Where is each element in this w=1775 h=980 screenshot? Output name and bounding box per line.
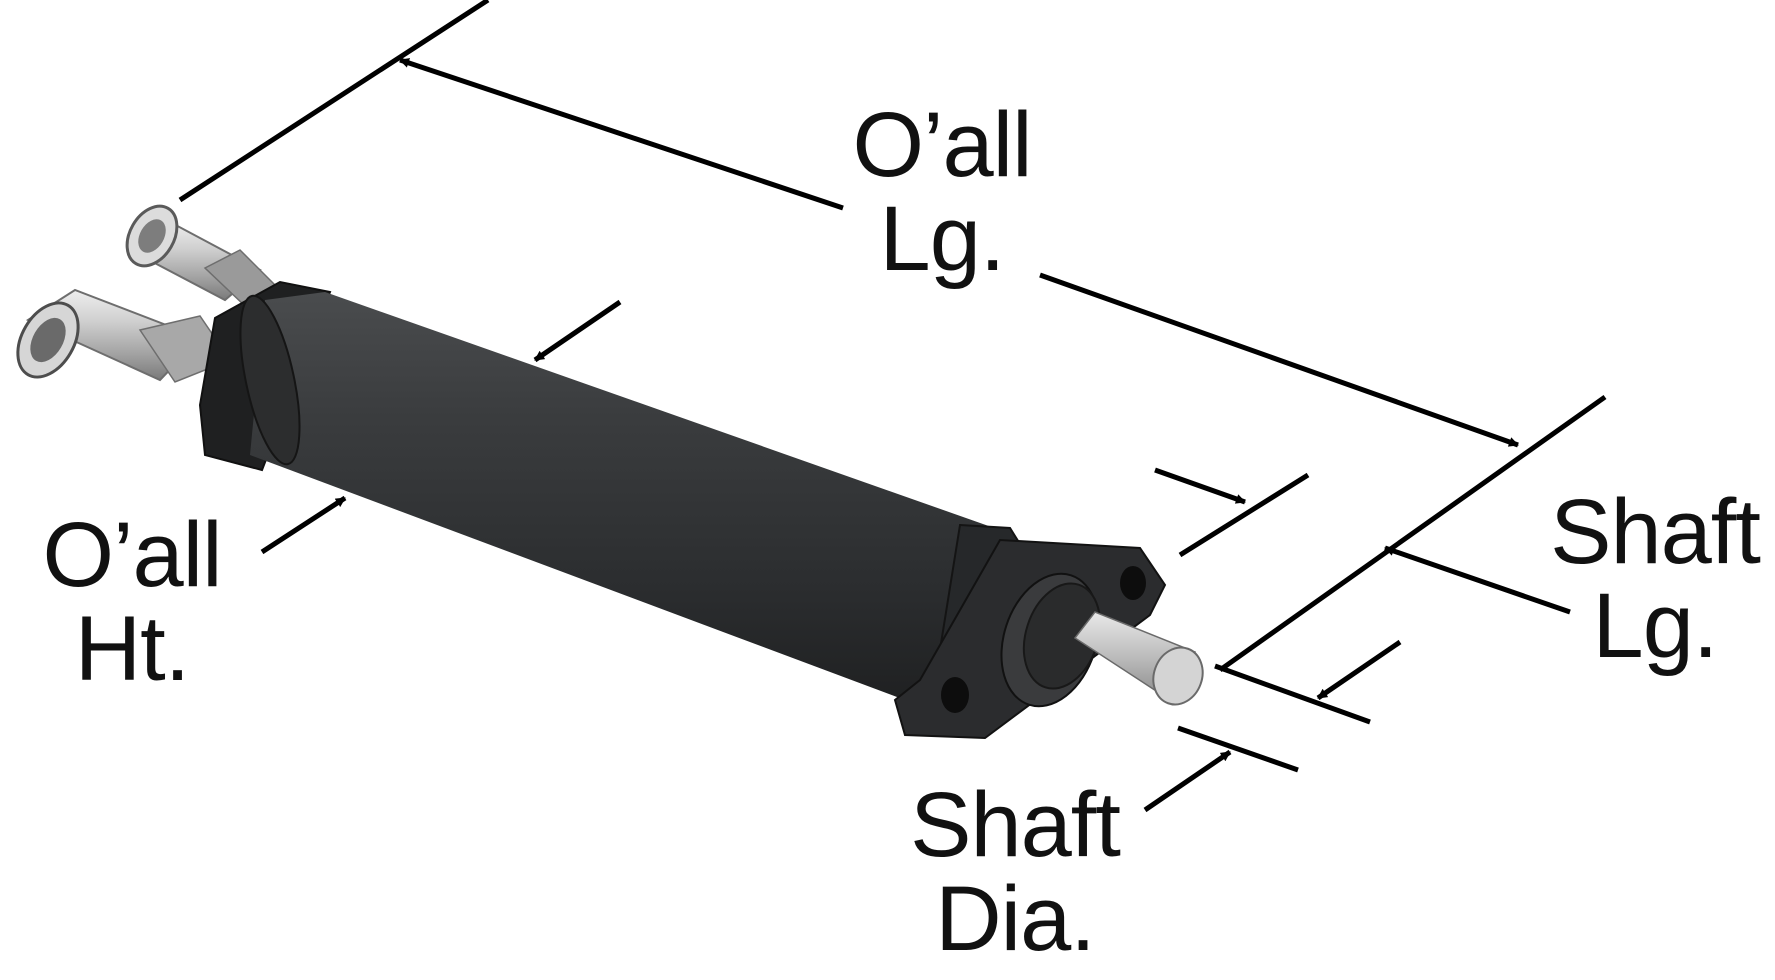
overall-length-dim-left: [399, 57, 844, 211]
overall-length-extension-right: [1218, 394, 1607, 673]
shaft-diameter-label-line1: Shaft: [910, 774, 1121, 876]
shaft-dia-arrow-bottom: [1143, 749, 1232, 813]
rear-fitting-lower: [16, 288, 232, 383]
shaft-dia-extension-top: [1214, 663, 1371, 725]
overall-length-label-line1: O’all: [852, 94, 1032, 196]
shaft-diameter-label-line2: Dia.: [935, 868, 1096, 970]
shaft-length-label-line1: Shaft: [1550, 481, 1761, 583]
overall-length-dim-right: [1039, 272, 1519, 448]
overall-length-label-line2: Lg.: [879, 188, 1006, 290]
overall-height-arrow-bottom: [260, 495, 347, 555]
overall-height-label-line1: O’all: [42, 504, 222, 606]
overall-length-label: O’all Lg.: [832, 98, 1052, 286]
air-cylinder: [16, 204, 1204, 740]
overall-length-extension-left: [178, 0, 490, 203]
shaft-length-arrow-top: [1154, 467, 1246, 505]
shaft-length-label-line2: Lg.: [1592, 575, 1719, 677]
shaft-dia-arrow-top: [1316, 639, 1402, 701]
shaft-dia-extension-bottom: [1177, 725, 1299, 773]
shaft-diameter-label: Shaft Dia.: [895, 778, 1135, 966]
rear-fitting-upper: [125, 204, 282, 307]
cylinder-body: [250, 292, 1000, 715]
shaft-length-label: Shaft Lg.: [1540, 485, 1770, 673]
overall-height-label: O’all Ht.: [22, 508, 242, 696]
overall-height-label-line2: Ht.: [74, 598, 191, 700]
overall-height-arrow-top: [533, 299, 622, 363]
shaft-length-arrow-right: [1384, 545, 1571, 615]
shaft-length-extension: [1178, 472, 1310, 558]
piston-shaft: [1073, 611, 1204, 706]
dimension-lines: [178, 0, 1607, 813]
threaded-nose: [1000, 572, 1102, 708]
